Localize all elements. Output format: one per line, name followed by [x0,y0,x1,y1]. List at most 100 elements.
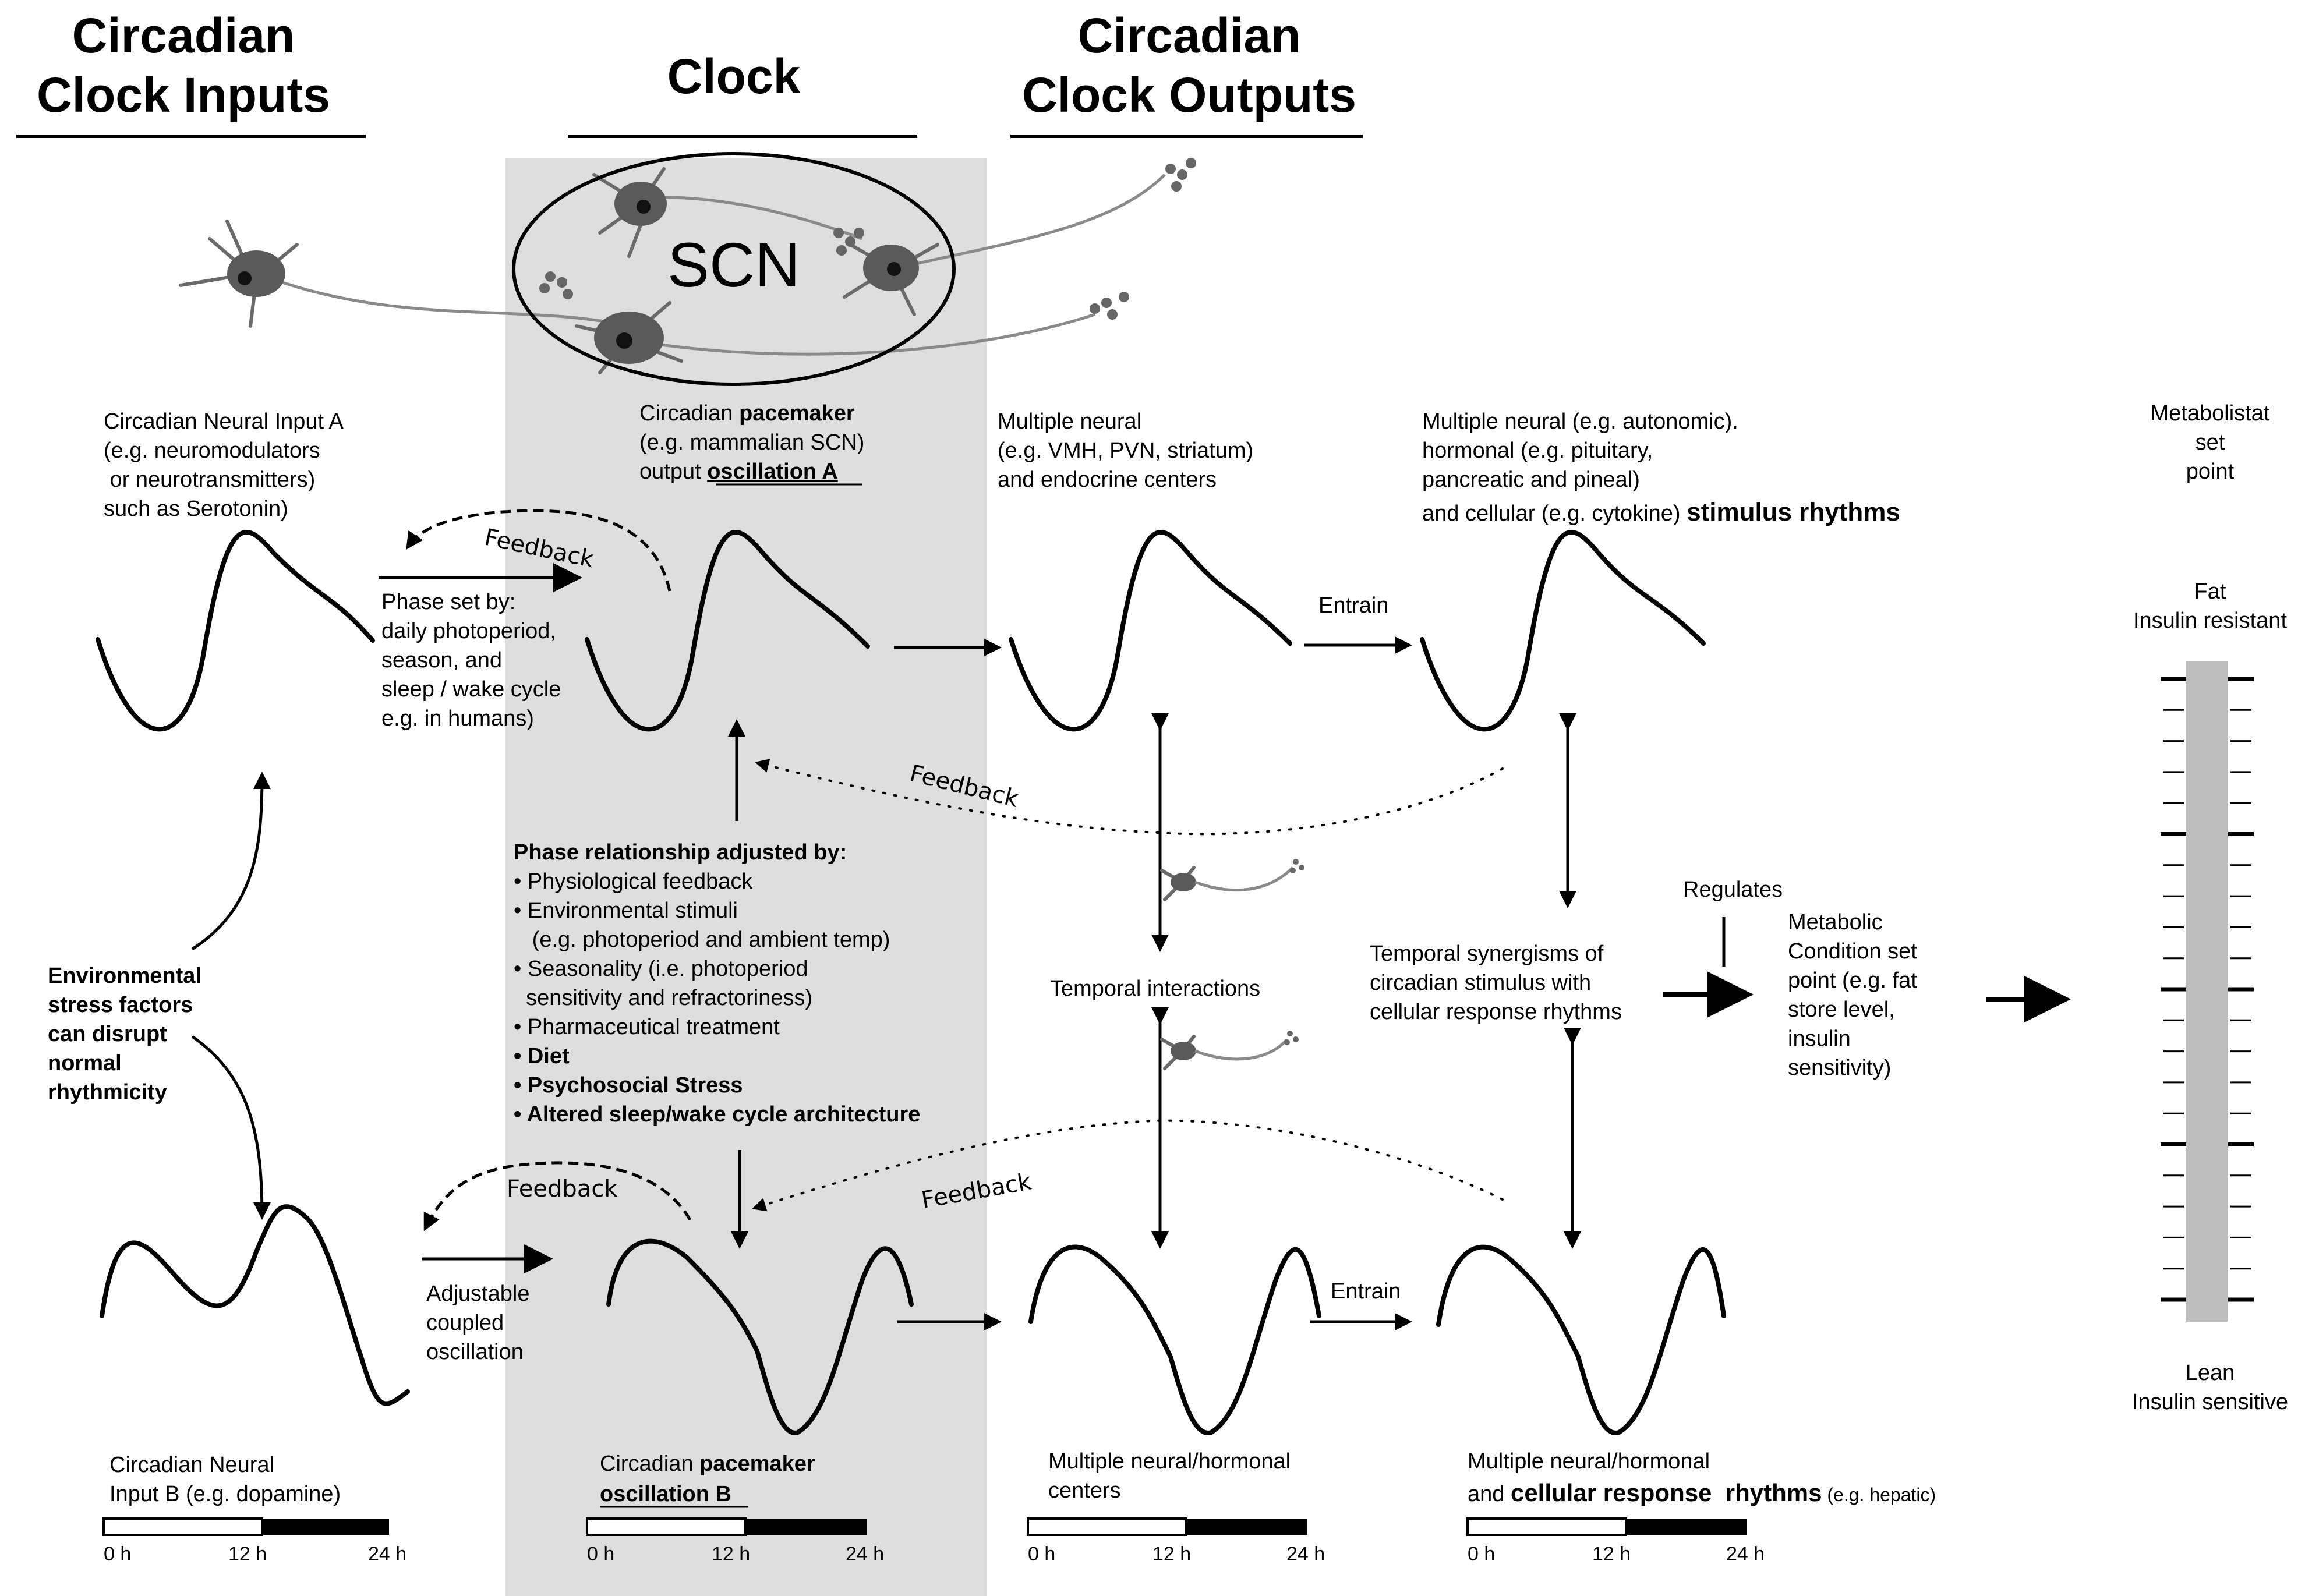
stimulus-line4: and cellular (e.g. cytokine) stimulus rh… [1422,498,1900,526]
phase-rel-text: Phase relationship adjusted by: • Physio… [514,840,920,1127]
phase-rel-item: • Physiological feedback [514,869,753,894]
time-tick-24: 24 h [1286,1543,1325,1565]
insulin-sensitive-label: Insulin sensitive [2132,1390,2288,1414]
metabolic-line: Condition set [1788,939,1917,964]
feedback-dotted-b [752,1119,1504,1212]
synergism-line: circadian stimulus with [1370,971,1591,995]
header-clock: Clock [667,49,801,104]
entrain-bottom-label: Entrain [1331,1279,1401,1304]
time-tick-0: 0 h [104,1543,131,1565]
phase-rel-item: • Pharmaceutical treatment [514,1015,780,1039]
feedback-arc-b [423,1161,692,1231]
input-b-line: Circadian Neural [109,1453,274,1477]
wave-cellular-b [1436,1244,1726,1435]
wave-pacemaker-a [585,530,870,732]
wave-neural-a [1009,530,1292,732]
synergism-line: cellular response rhythms [1370,1000,1622,1024]
neural-centers-line: (e.g. VMH, PVN, striatum) [998,438,1253,463]
adjustable-line: coupled [426,1311,504,1335]
wave-input-a [96,530,375,732]
metabolistat-line: set [2196,430,2225,455]
pacemaker-a-line2: (e.g. mammalian SCN) [639,430,864,455]
neural-centers-text: Multiple neural (e.g. VMH, PVN, striatum… [998,409,1253,492]
small-neuron-icon [1160,859,1304,901]
header-outputs: Circadian Clock Outputs [1022,8,1356,122]
env-stress-text: Environmental stress factors can disrupt… [48,964,201,1105]
header-outputs-line2: Clock Outputs [1022,68,1356,122]
time-tick-12: 12 h [1592,1543,1631,1565]
input-b-line: Input B (e.g. dopamine) [109,1482,341,1506]
header-outputs-line1: Circadian [1078,8,1301,63]
wave-stimulus-a [1420,530,1706,732]
arrow-stress-to-input-a [191,772,271,951]
metabolic-line: point (e.g. fat [1788,968,1917,993]
neuron-scn-3-icon [843,243,939,316]
synergism-line: Temporal synergisms of [1370,942,1604,966]
hormonal-centers-text: Multiple neural/hormonal centers [1048,1449,1291,1503]
fat-text: Fat Insulin resistant [2133,579,2287,633]
header-inputs-line2: Clock Inputs [37,68,330,122]
entrain-top-label: Entrain [1318,593,1388,618]
header-inputs: Circadian Clock Inputs [37,8,330,122]
input-a-line: such as Serotonin) [104,497,288,521]
phase-rel-title: Phase relationship adjusted by: [514,840,847,865]
neuron-input-icon [179,220,299,328]
phase-rel-item-bold: • Altered sleep/wake cycle architecture [514,1102,920,1127]
time-tick-24: 24 h [368,1543,406,1565]
regulates-label: Regulates [1683,877,1783,902]
time-tick-12: 12 h [1152,1543,1191,1565]
time-tick-12: 12 h [228,1543,267,1565]
phase-set-line: e.g. in humans) [381,706,534,731]
metabolic-line: Metabolic [1788,910,1883,935]
neural-centers-line: Multiple neural [998,409,1141,434]
input-a-text: Circadian Neural Input A (e.g. neuromodu… [104,409,344,521]
metabolic-line: store level, [1788,997,1895,1022]
metabolic-text: Metabolic Condition set point (e.g. fat … [1788,910,1917,1080]
temporal-interactions-label: Temporal interactions [1050,976,1260,1001]
time-tick-24: 24 h [846,1543,884,1565]
pacemaker-a-text: Circadian pacemaker (e.g. mammalian SCN)… [639,401,864,486]
insulin-resistant-label: Insulin resistant [2133,608,2287,633]
time-tick-0: 0 h [1468,1543,1495,1565]
pacemaker-b-text: Circadian pacemaker oscillation B [600,1452,815,1508]
metabolistat-text: Metabolistat set point [2151,401,2270,484]
header-inputs-line1: Circadian [72,8,295,63]
metabolic-line: insulin [1788,1027,1851,1051]
adjustable-text: Adjustable coupled oscillation [426,1282,529,1364]
phase-set-text: Phase set by: daily photoperiod, season,… [381,590,561,731]
phase-set-line: Phase set by: [381,590,515,614]
scale-ticks [2161,677,2254,1302]
feedback-label-b: Feedback [507,1176,618,1202]
lean-text: Lean Insulin sensitive [2132,1361,2288,1414]
metabolic-line: sensitivity) [1788,1056,1891,1080]
wave-input-b [100,1204,410,1406]
synapse-terminals-icon [539,158,1196,320]
neuron-scn-1-icon [592,167,667,258]
pacemaker-a-line3: output oscillation A [639,459,838,484]
stimulus-line: Multiple neural (e.g. autonomic). [1422,409,1738,434]
stimulus-line: hormonal (e.g. pituitary, [1422,438,1653,463]
pacemaker-b-line2: oscillation B [600,1482,731,1506]
metabolistat-scale [2161,661,2254,1322]
input-a-line: (e.g. neuromodulators [104,438,320,463]
scn-oval [512,152,956,386]
adjustable-line: Adjustable [426,1282,529,1306]
scn-label: SCN [667,229,800,300]
pacemaker-b-line1: Circadian pacemaker [600,1452,815,1476]
waves-row-b [100,1204,1726,1435]
phase-set-line: sleep / wake cycle [381,677,561,702]
small-neuron-icon [1160,1031,1299,1070]
phase-rel-item-bold: • Psychosocial Stress [514,1073,743,1098]
env-stress-line: Environmental [48,964,201,988]
phase-rel-item: sensitivity and refractoriness) [514,986,812,1010]
env-stress-line: stress factors [48,993,193,1017]
hormonal-centers-line: centers [1048,1478,1121,1503]
phase-rel-item: • Environmental stimuli [514,898,738,923]
env-stress-line: rhythmicity [48,1080,167,1105]
synergism-text: Temporal synergisms of circadian stimulu… [1370,942,1622,1024]
stimulus-line: pancreatic and pineal) [1422,468,1640,492]
input-a-line: or neurotransmitters) [104,468,315,492]
time-bar: 0 h 12 h 24 h [102,1517,406,1565]
time-tick-24: 24 h [1726,1543,1765,1565]
time-bar: 0 h 12 h 24 h [1027,1517,1325,1565]
